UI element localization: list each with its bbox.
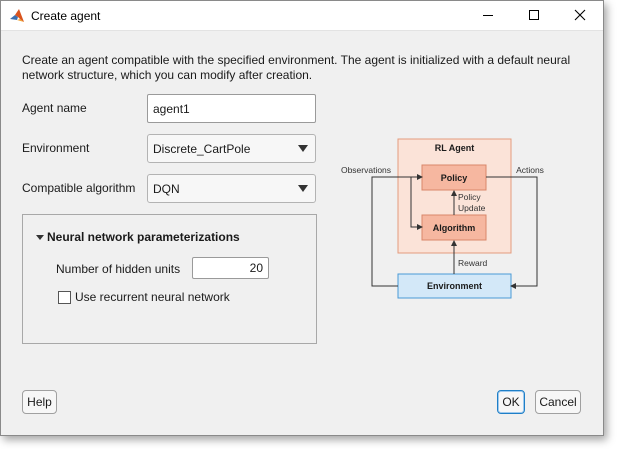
chevron-down-icon bbox=[298, 185, 308, 192]
environment-block-label: Environment bbox=[427, 281, 482, 291]
agent-name-label: Agent name bbox=[22, 101, 87, 115]
minimize-icon bbox=[482, 9, 494, 24]
minimize-button[interactable] bbox=[465, 1, 511, 31]
help-button[interactable]: Help bbox=[22, 390, 57, 414]
rl-agent-label: RL Agent bbox=[435, 143, 475, 153]
create-agent-dialog: Create agent Create an agent compatible … bbox=[0, 0, 604, 436]
observations-arrow bbox=[371, 174, 423, 287]
ok-button[interactable]: OK bbox=[497, 390, 525, 414]
matlab-icon bbox=[9, 8, 25, 24]
reward-label: Reward bbox=[458, 258, 488, 268]
policy-block bbox=[421, 164, 487, 191]
observations-label: Observations bbox=[341, 165, 391, 175]
environment-value: Discrete_CartPole bbox=[153, 142, 251, 156]
algorithm-block-label: Algorithm bbox=[433, 223, 476, 233]
policy-update-label-1: Policy bbox=[458, 192, 481, 202]
policy-update-label-2: Update bbox=[458, 203, 486, 213]
title-bar[interactable]: Create agent bbox=[1, 1, 603, 31]
close-icon bbox=[574, 9, 586, 24]
observations-to-algorithm-arrow bbox=[410, 177, 423, 230]
agent-name-input[interactable] bbox=[147, 94, 316, 123]
policy-label: Policy bbox=[441, 173, 468, 183]
actions-label: Actions bbox=[516, 165, 544, 175]
maximize-button[interactable] bbox=[511, 1, 557, 31]
rl-agent-diagram: RL Agent Policy Algorithm Environment Ob… bbox=[341, 138, 544, 299]
algorithm-label: Compatible algorithm bbox=[22, 181, 136, 195]
recurrent-checkbox[interactable] bbox=[58, 291, 71, 304]
hidden-units-label: Number of hidden units bbox=[56, 262, 181, 276]
window-title: Create agent bbox=[31, 9, 101, 23]
chevron-down-icon bbox=[298, 145, 308, 152]
recurrent-label: Use recurrent neural network bbox=[75, 290, 230, 304]
nn-parameterizations-panel: Neural network parameterizations Number … bbox=[22, 214, 317, 344]
collapse-triangle-icon[interactable] bbox=[36, 235, 44, 240]
maximize-icon bbox=[528, 9, 540, 24]
environment-label: Environment bbox=[22, 141, 90, 155]
panel-title[interactable]: Neural network parameterizations bbox=[47, 230, 240, 244]
hidden-units-input[interactable] bbox=[192, 257, 269, 279]
description-text: Create an agent compatible with the spec… bbox=[22, 53, 571, 82]
algorithm-value: DQN bbox=[153, 182, 180, 196]
environment-dropdown[interactable]: Discrete_CartPole bbox=[147, 134, 316, 163]
algorithm-dropdown[interactable]: DQN bbox=[147, 174, 316, 203]
close-button[interactable] bbox=[557, 1, 603, 31]
actions-arrow bbox=[486, 176, 538, 289]
cancel-button[interactable]: Cancel bbox=[535, 390, 581, 414]
